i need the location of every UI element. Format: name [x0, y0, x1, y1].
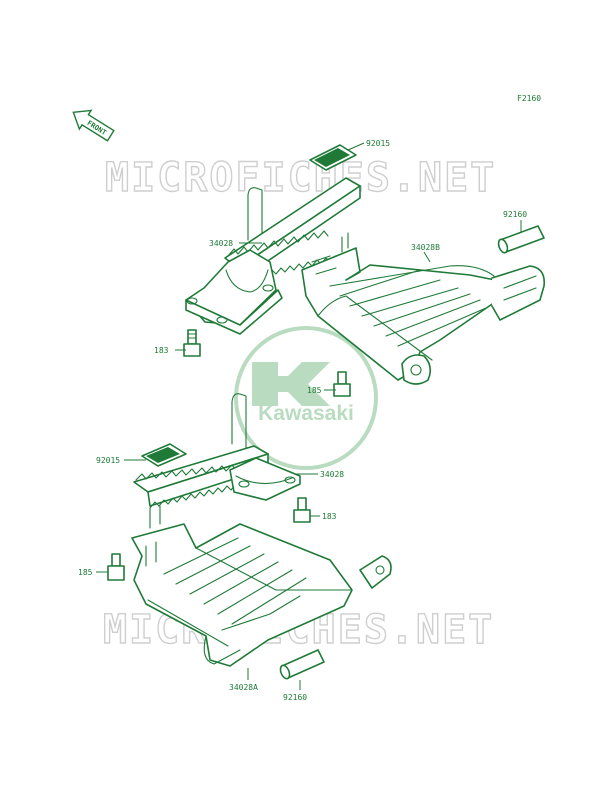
right-guard-assembly: [301, 247, 546, 385]
left-collar-92160: [279, 649, 325, 680]
lower-bolt-183: [293, 497, 311, 523]
label-right-bolt: 185: [307, 386, 322, 395]
label-left-collar: 92160: [283, 693, 307, 702]
label-lower-pad: 92015: [96, 456, 120, 465]
label-right-collar: 92160: [503, 210, 527, 219]
upper-bolt-183: [183, 329, 201, 357]
label-lower-step: 34028: [320, 470, 344, 479]
label-upper-step: 34028: [209, 239, 233, 248]
upper-step-assembly: [185, 144, 361, 335]
right-bolt-185: [333, 371, 351, 397]
left-guard-assembly: [131, 523, 392, 667]
logo-text: Kawasaki: [258, 402, 354, 425]
lower-step-assembly: [133, 393, 301, 529]
label-upper-bolt: 183: [154, 346, 169, 355]
diagram-code: F2160: [517, 94, 541, 103]
label-right-guard: 34028B: [411, 243, 440, 252]
front-arrow-icon: FRONT: [72, 109, 115, 142]
right-collar-92160: [497, 225, 545, 254]
callout-lines: [96, 142, 522, 690]
label-left-bolt: 185: [78, 568, 93, 577]
label-upper-pad: 92015: [366, 139, 390, 148]
left-bolt-185: [107, 553, 125, 581]
watermark-top: MICROFICHES.NET: [105, 155, 496, 201]
label-lower-bolt: 183: [322, 512, 337, 521]
label-left-guard: 34028A: [229, 683, 258, 692]
kawasaki-logo: Kawasaki: [234, 326, 378, 470]
